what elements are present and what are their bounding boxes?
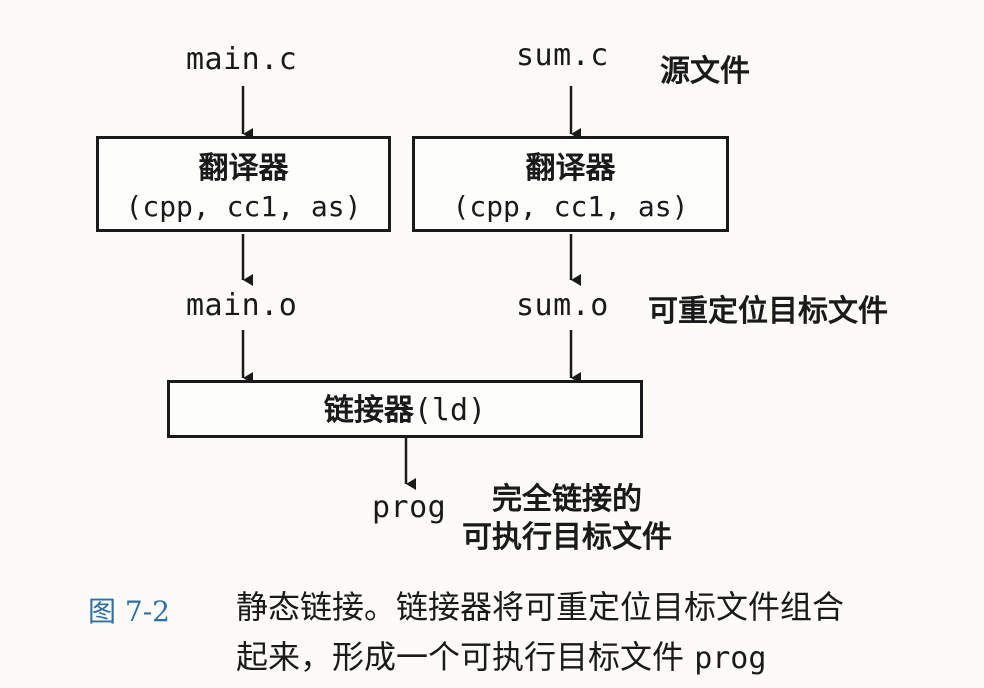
translator-tools: (cpp, cc1, as) [125, 190, 362, 223]
translator-name: 翻译器 [198, 151, 289, 186]
figure-number: 图 7-2 [88, 595, 170, 628]
relocatable-object-files-label: 可重定位目标文件 [648, 294, 888, 329]
source-file-sum-c: sum.c [516, 38, 609, 73]
translator-tools: (cpp, cc1, as) [452, 190, 689, 223]
caption-line2-text: 起来，形成一个可执行目标文件 [236, 638, 695, 676]
object-file-sum-o: sum.o [516, 288, 609, 323]
caption-line2: 起来，形成一个可执行目标文件 prog [236, 632, 766, 684]
caption-line2-code: prog [694, 641, 767, 676]
output-file-prog: prog [372, 490, 447, 525]
executable-label-line2: 可执行目标文件 [462, 520, 672, 555]
linker-name: 链接器 [323, 393, 414, 428]
translator-box-left: 翻译器 (cpp, cc1, as) [96, 136, 391, 232]
linker-box: 链接器(ld) [167, 380, 643, 438]
caption-line1: 静态链接。链接器将可重定位目标文件组合 [236, 588, 845, 626]
object-file-main-o: main.o [186, 288, 298, 323]
linker-tool: (ld) [413, 393, 487, 428]
translator-name: 翻译器 [525, 151, 616, 186]
source-files-label: 源文件 [660, 54, 750, 89]
executable-label-line1: 完全链接的 [492, 482, 642, 517]
source-file-main-c: main.c [186, 42, 298, 77]
translator-box-right: 翻译器 (cpp, cc1, as) [412, 136, 729, 232]
